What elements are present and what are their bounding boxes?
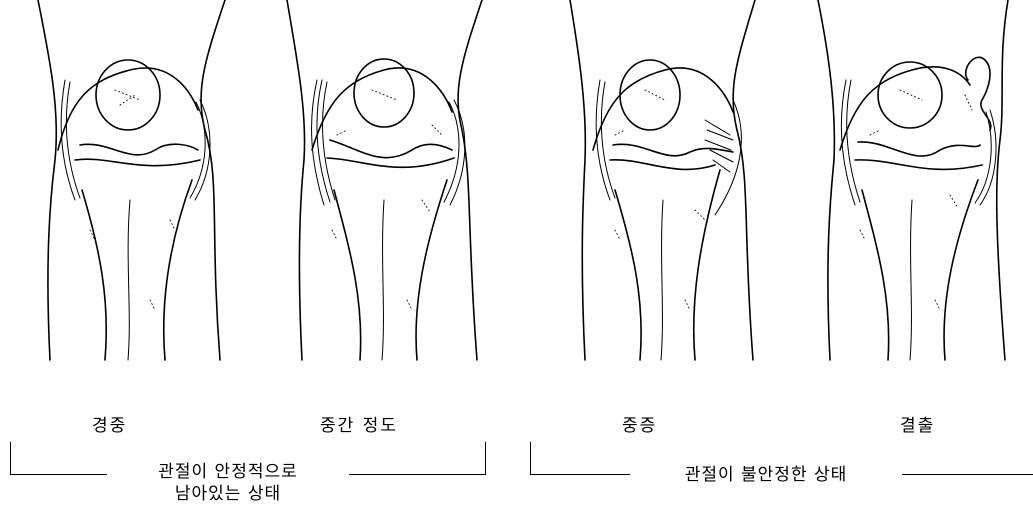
group-label-stable: 관절이 안정적으로 남아있는 상태 [107, 461, 349, 505]
knee-drawing [555, 0, 785, 375]
knee-drawing [272, 0, 502, 375]
group-label-unstable: 관절이 불안정한 상태 [630, 464, 902, 486]
stage-label-mild: 경중 [92, 411, 127, 436]
knee-illustration-severe [555, 0, 785, 375]
group-label-line2: 남아있는 상태 [113, 483, 343, 505]
stage-label-moderate: 중간 정도 [320, 411, 398, 436]
stage-label-effusion: 결출 [900, 411, 935, 436]
knee-illustration-effusion [800, 0, 1030, 375]
stage-label-severe: 중증 [622, 411, 657, 436]
knee-illustration-moderate [272, 0, 502, 375]
group-label-line1: 관절이 안정적으로 [113, 461, 343, 483]
knee-illustration-mild [20, 0, 250, 375]
knee-drawing [20, 0, 250, 375]
group-label-line1: 관절이 불안정한 상태 [636, 464, 896, 486]
knee-drawing [800, 0, 1030, 375]
